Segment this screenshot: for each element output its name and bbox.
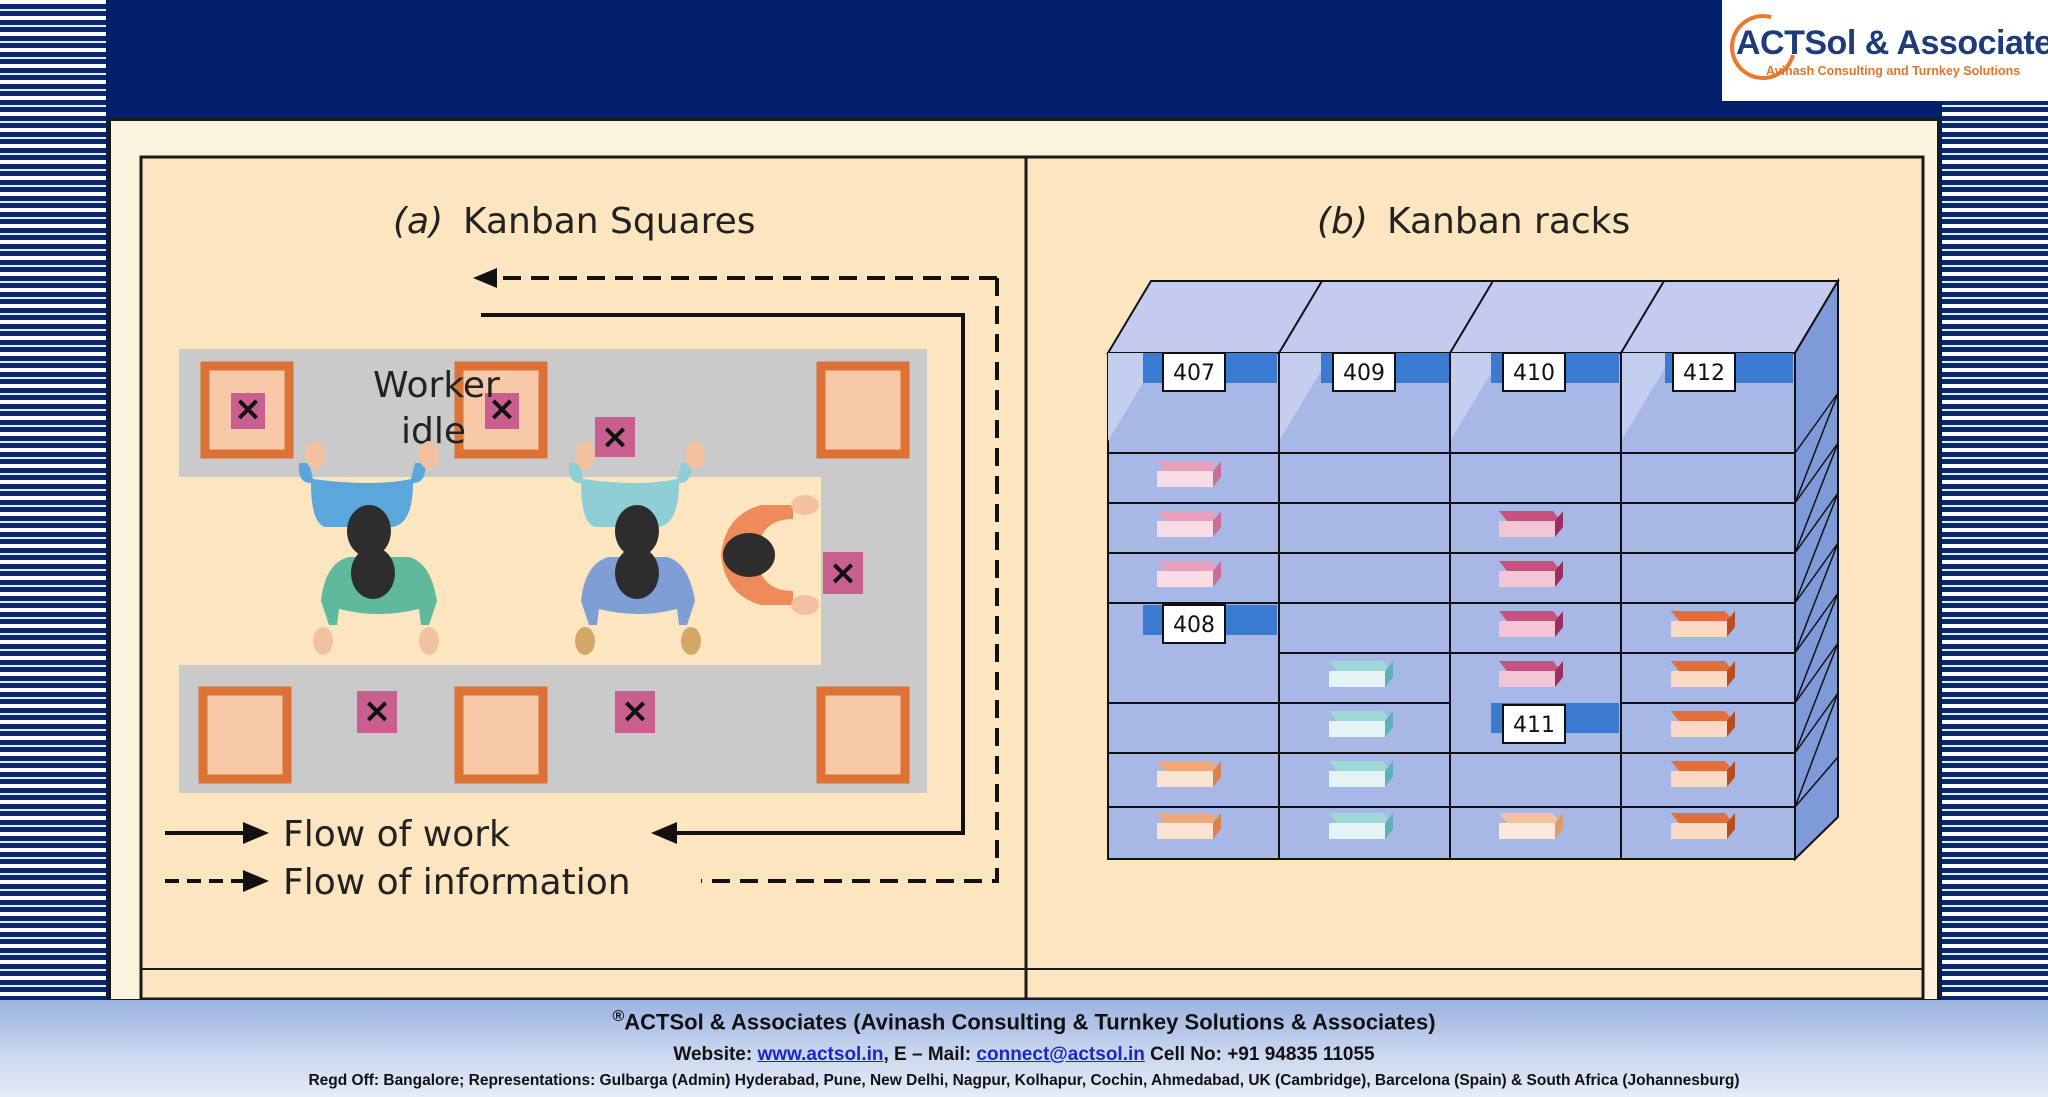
right-stripe-decoration — [1942, 0, 2048, 1000]
bin-orange — [1671, 711, 1735, 737]
info-flow-arrowhead-top — [473, 268, 497, 288]
legend-flow-of-information: Flow of information — [283, 862, 631, 903]
bin-magenta — [1499, 511, 1563, 537]
kanban-card — [615, 691, 655, 733]
card-x-mark: × — [488, 389, 517, 429]
email-link[interactable]: connect@actsol.in — [976, 1044, 1145, 1065]
work-flow-line — [481, 313, 965, 835]
rack-tag-label: 412 — [1683, 361, 1725, 386]
slide-footer: ®ACTSol & Associates (Avinash Consulting… — [0, 1000, 2048, 1097]
footer-contact: Website: www.actsol.in, E – Mail: connec… — [0, 1044, 2048, 1066]
card-x-mark: × — [601, 417, 630, 457]
bin-magenta — [1499, 661, 1563, 687]
kanban-card — [823, 552, 863, 594]
kanban-figure: (a) Kanban Squares × × × Worker idle × — [139, 155, 1925, 999]
kanban-card — [357, 691, 397, 733]
bin-teal — [1329, 761, 1393, 787]
diagram-b-title: Kanban racks — [1387, 201, 1630, 242]
diagram-a-title: Kanban Squares — [463, 201, 756, 242]
bin-orange — [1157, 761, 1221, 787]
kanban-square-empty — [454, 686, 548, 784]
company-logo: ACTSol & Associates Avinash Consulting a… — [1717, 0, 2048, 101]
kanban-square-empty — [198, 686, 292, 784]
kanban-bins — [1157, 461, 1735, 839]
kanban-square-empty — [816, 686, 910, 784]
kanban-card — [595, 417, 635, 457]
slide-header-bar — [106, 0, 1942, 118]
bin-pink — [1157, 561, 1221, 587]
bin-magenta — [1499, 561, 1563, 587]
rack-tag — [1332, 352, 1396, 392]
bin-pink — [1157, 511, 1221, 537]
bin-orange — [1671, 761, 1735, 787]
card-x-mark: × — [234, 389, 263, 429]
footer-website-label: Website: — [673, 1044, 753, 1065]
rack-tag — [1162, 604, 1226, 644]
footer-company-name: ACTSol & Associates (Avinash Consulting … — [624, 1009, 1436, 1035]
bin-teal — [1329, 813, 1393, 839]
kanban-card — [485, 393, 519, 429]
rack-tag-label: 407 — [1173, 361, 1215, 386]
footer-offices: Regd Off: Bangalore; Representations: Gu… — [308, 1072, 1740, 1089]
rack-tag-label: 409 — [1343, 361, 1385, 386]
figure-panel: (a) Kanban Squares × × × Worker idle × — [108, 118, 1940, 1002]
bin-pink — [1157, 461, 1221, 487]
card-x-mark: × — [829, 553, 858, 593]
rack-tag — [1502, 352, 1566, 392]
rack-tag — [1502, 704, 1566, 744]
bin-teal — [1329, 661, 1393, 687]
kanban-card — [231, 393, 265, 429]
rack-tag — [1672, 352, 1736, 392]
worker-figure-top-left — [298, 441, 439, 557]
rack-tag-label: 408 — [1173, 613, 1215, 638]
legend-info-arrowhead — [243, 870, 269, 892]
bin-orange — [1671, 661, 1735, 687]
info-flow-line-bottom — [701, 392, 999, 883]
rack-tag — [1162, 352, 1226, 392]
website-link[interactable]: www.actsol.in — [757, 1044, 884, 1065]
logo-name: ACTSol & Associates — [1736, 24, 2048, 62]
worker-idle-line1: Worker — [373, 365, 500, 406]
bin-orange — [1671, 813, 1735, 839]
bin-orange — [1671, 611, 1735, 637]
worker-figure-bottom-middle — [575, 547, 701, 655]
legend-flow-of-work: Flow of work — [283, 814, 510, 855]
bin-teal — [1329, 711, 1393, 737]
kanban-square-empty — [816, 361, 910, 459]
footer-email-label: , E – Mail: — [883, 1044, 972, 1065]
card-x-mark: × — [363, 691, 392, 731]
legend-work-arrowhead — [243, 822, 269, 844]
rack-tag-label: 410 — [1513, 361, 1555, 386]
worker-figure-side — [721, 495, 819, 615]
diagram-a-label: (a) — [393, 201, 443, 242]
footer-company: ®ACTSol & Associates (Avinash Consulting… — [0, 1008, 2048, 1035]
card-x-mark: × — [621, 691, 650, 731]
work-table-bottom — [179, 665, 927, 793]
footer-phone: Cell No: +91 94835 11055 — [1144, 1044, 1375, 1065]
work-flow-arrowhead — [651, 822, 677, 844]
worker-figure-bottom-left — [313, 547, 439, 655]
bin-peach — [1499, 813, 1563, 839]
diagram-b-label: (b) — [1317, 201, 1368, 242]
bin-magenta — [1499, 611, 1563, 637]
registered-mark: ® — [612, 1008, 625, 1025]
work-table-top — [179, 349, 927, 477]
rack-tag-label: 411 — [1513, 713, 1555, 738]
left-stripe-decoration — [0, 0, 106, 1000]
bin-orange — [1157, 813, 1221, 839]
logo-tagline: Avinash Consulting and Turnkey Solutions — [1766, 64, 2021, 78]
worker-figure-top-middle — [568, 441, 705, 557]
